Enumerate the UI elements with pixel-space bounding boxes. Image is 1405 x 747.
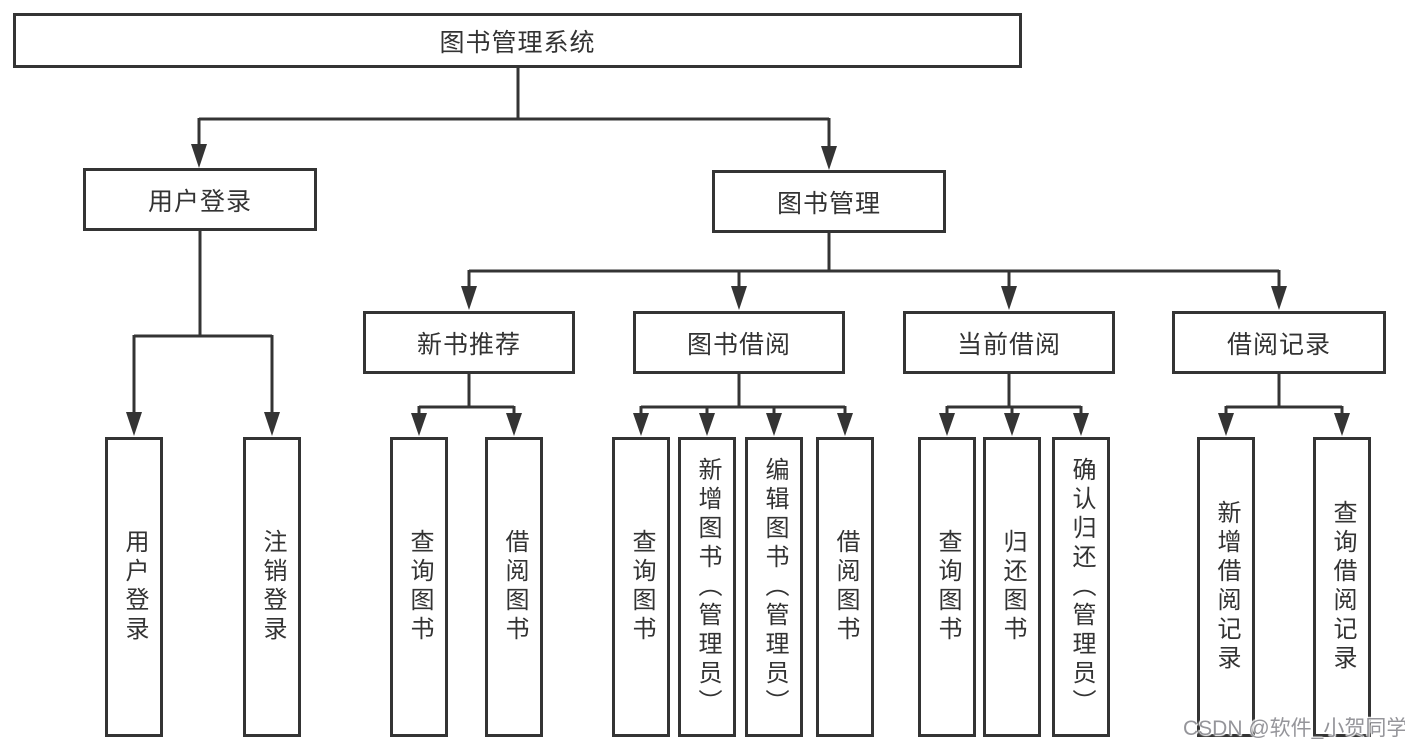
node-query-books-borrow: 查询图书 <box>612 437 670 737</box>
node-borrow-records: 借阅记录 <box>1172 311 1386 374</box>
node-label: 新增图书（管理员） <box>694 456 721 718</box>
node-confirm-return-admin: 确认归还（管理员） <box>1052 437 1110 737</box>
node-label: 查询借阅记录 <box>1329 500 1356 674</box>
node-logout: 注销登录 <box>243 437 301 737</box>
node-label: 当前借阅 <box>956 330 1061 359</box>
node-book-borrow: 图书借阅 <box>633 311 845 374</box>
node-user-login-leaf: 用户登录 <box>105 437 163 737</box>
node-label: 借阅图书 <box>832 529 859 645</box>
node-label: 图书管理 <box>776 189 881 218</box>
node-label: 新书推荐 <box>416 330 521 359</box>
csdn-watermark: CSDN @软件_小贺同学 <box>1183 717 1405 740</box>
node-new-book-recommend: 新书推荐 <box>363 311 575 374</box>
node-label: 归还图书 <box>999 529 1026 645</box>
node-return-books: 归还图书 <box>983 437 1041 737</box>
node-query-borrow-record: 查询借阅记录 <box>1313 437 1371 737</box>
node-label: 用户登录 <box>147 187 252 216</box>
node-label: 图书管理系统 <box>439 28 596 57</box>
node-label: 借阅记录 <box>1226 330 1331 359</box>
node-label: 用户登录 <box>121 529 148 645</box>
node-label: 确认归还（管理员） <box>1068 456 1095 718</box>
node-current-borrow: 当前借阅 <box>903 311 1115 374</box>
node-root: 图书管理系统 <box>13 13 1022 68</box>
node-add-books-admin: 新增图书（管理员） <box>678 437 736 737</box>
node-label: 注销登录 <box>259 529 286 645</box>
node-label: 编辑图书（管理员） <box>761 456 788 718</box>
node-label: 查询图书 <box>934 529 961 645</box>
node-borrow-books: 借阅图书 <box>816 437 874 737</box>
node-query-books-recommend: 查询图书 <box>390 437 448 737</box>
node-borrow-books-recommend: 借阅图书 <box>485 437 543 737</box>
node-edit-books-admin: 编辑图书（管理员） <box>745 437 803 737</box>
node-add-borrow-record: 新增借阅记录 <box>1197 437 1255 737</box>
node-query-books-current: 查询图书 <box>918 437 976 737</box>
node-label: 新增借阅记录 <box>1213 500 1240 674</box>
node-label: 图书借阅 <box>686 330 791 359</box>
node-label: 查询图书 <box>628 529 655 645</box>
node-label: 借阅图书 <box>501 529 528 645</box>
node-user-login: 用户登录 <box>83 168 317 231</box>
node-book-management: 图书管理 <box>712 170 946 233</box>
node-label: 查询图书 <box>406 529 433 645</box>
